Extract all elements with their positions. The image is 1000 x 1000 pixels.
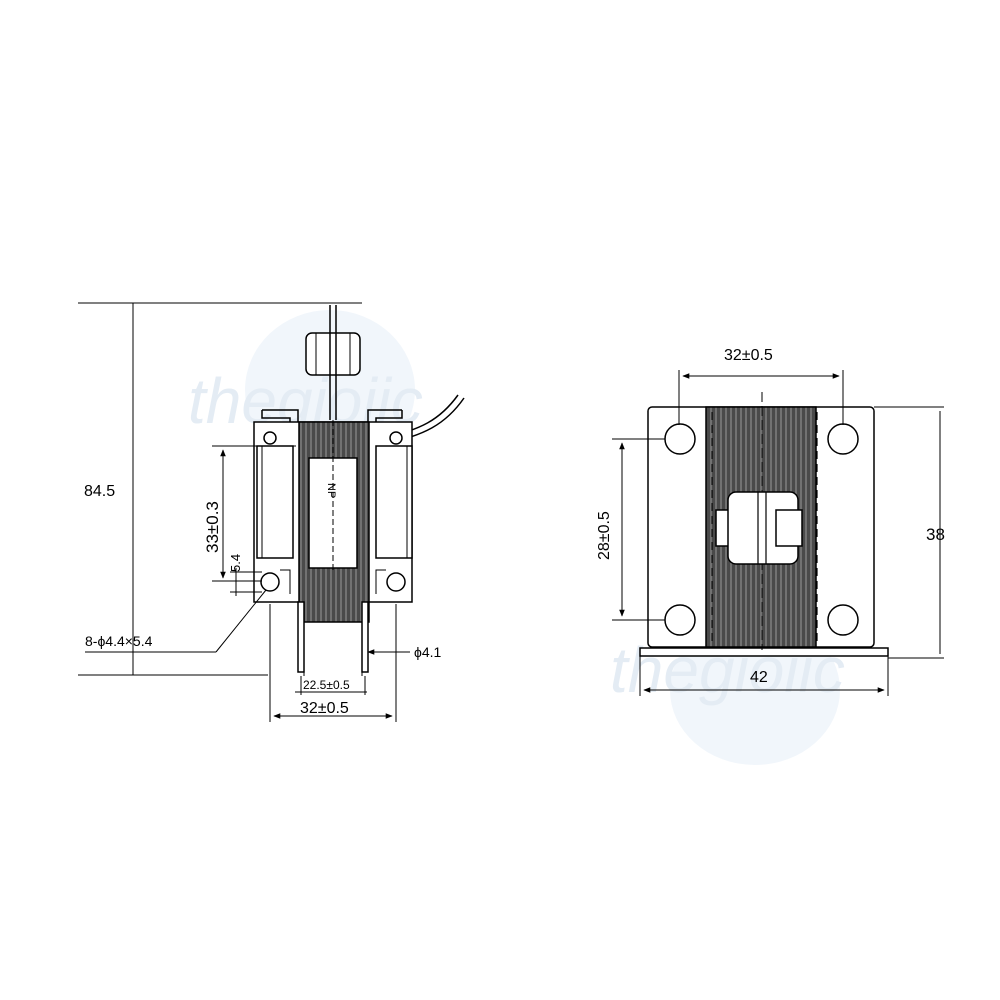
- mount-hole-top-left: [263, 431, 277, 445]
- coil-marking: NP: [325, 483, 337, 498]
- plunger-right-block: [775, 509, 803, 547]
- side-dim-top-label: 32±0.5: [724, 347, 773, 364]
- plunger-cap-inner: [315, 332, 351, 376]
- plunger-cap: [305, 332, 361, 376]
- side-hole-bottom-left: [664, 604, 696, 636]
- dim-width-label: 32±0.5: [300, 700, 349, 717]
- side-dim-height-label: 38: [926, 525, 945, 544]
- side-hole-top-right: [827, 423, 859, 455]
- side-dim-width-label: 42: [750, 669, 768, 686]
- holes-leader-d: [215, 589, 267, 653]
- side-hole-top-left: [664, 423, 696, 455]
- mount-hole-top-right: [389, 431, 403, 445]
- mount-hole-bottom-right: [386, 572, 406, 592]
- side-hole-bottom-right: [827, 604, 859, 636]
- base-plate: [639, 647, 889, 657]
- dim-slot-label: 5.4: [228, 554, 243, 572]
- dim-pin-label: ϕ4.1: [414, 644, 442, 660]
- dim-pin-spacing-label: 22.5±0.5: [303, 678, 350, 692]
- dim-holes-label: 8-ϕ4.4×5.4: [85, 633, 153, 649]
- front-view: [78, 302, 465, 722]
- right-bobbin: [375, 445, 413, 559]
- dim-height-label: 84.5: [84, 483, 115, 500]
- side-view: [612, 370, 944, 696]
- pin-left-outer: [297, 601, 305, 673]
- bracket-right-lower: [375, 569, 386, 594]
- left-bobbin: [256, 445, 294, 559]
- pin-right-outer: [361, 601, 369, 673]
- bracket-left-lower: [280, 569, 291, 594]
- dim-coil-label: 33±0.3: [203, 501, 222, 553]
- mount-hole-bottom-left: [260, 572, 280, 592]
- side-dim-vertical-label: 28±0.5: [596, 511, 613, 560]
